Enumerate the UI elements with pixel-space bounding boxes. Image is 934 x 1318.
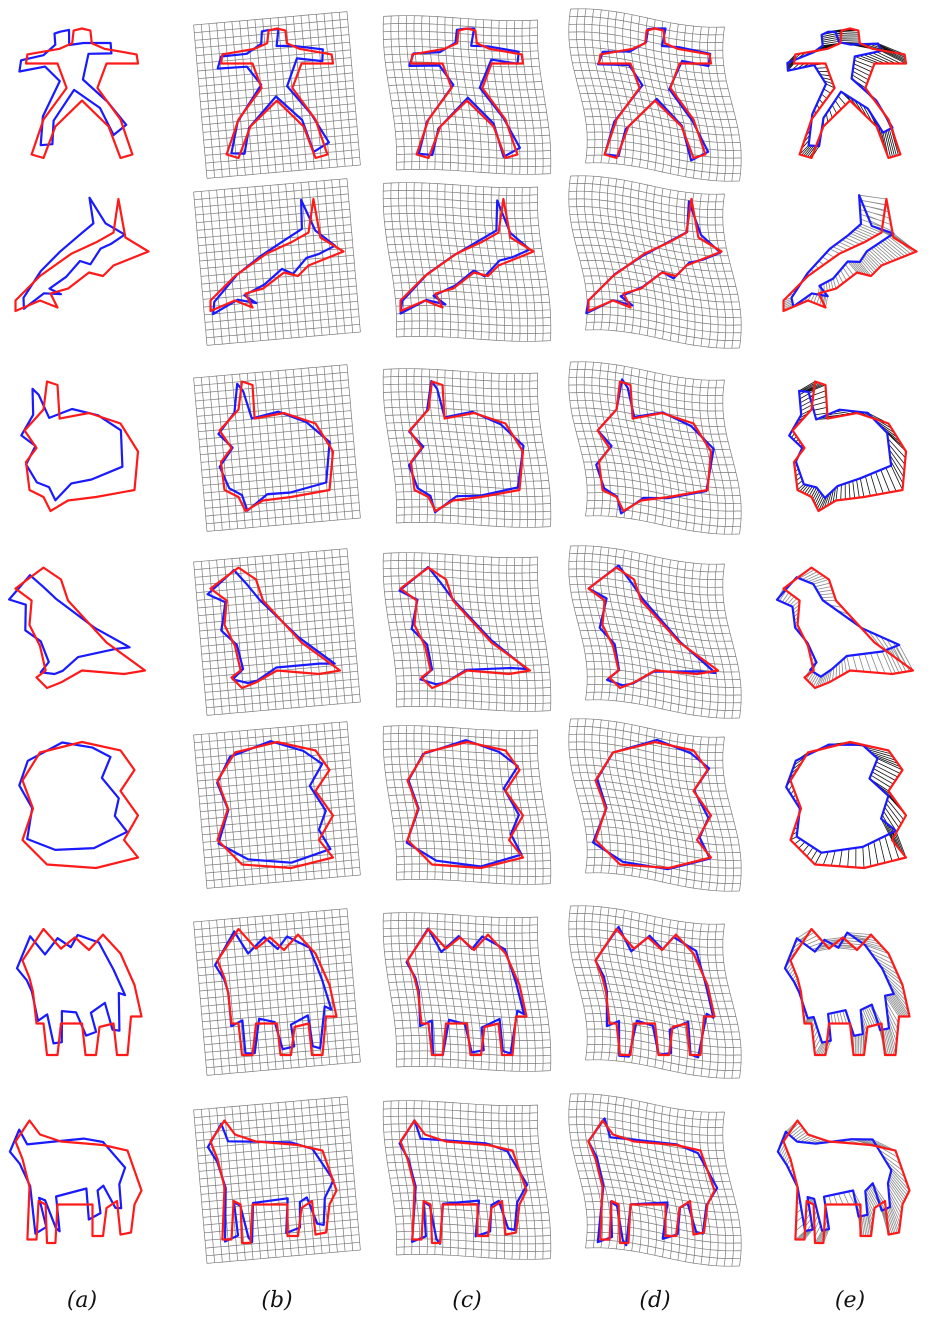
target-curve <box>16 199 149 311</box>
deformation-grid <box>383 1101 551 1260</box>
camel-panel-a <box>17 929 142 1055</box>
source-curve <box>218 384 329 511</box>
source-curve <box>785 933 894 1043</box>
target-curve <box>784 199 917 311</box>
shark-panel-a <box>16 198 149 311</box>
human-panel-d <box>569 9 741 181</box>
shark-panel-e <box>784 195 917 311</box>
deformation-grid <box>194 1097 361 1264</box>
donkey-panel-b <box>194 1097 361 1264</box>
blob-panel-e <box>786 742 906 868</box>
deformation-grid <box>383 726 551 885</box>
deformation-grid <box>569 176 741 348</box>
deformation-grid <box>194 909 361 1076</box>
rabbit-panel-b <box>194 365 361 532</box>
deformation-grid <box>569 1094 741 1266</box>
correspondence-lines <box>777 568 913 688</box>
blob-panel-d <box>569 719 741 891</box>
human-panel-b <box>194 12 361 179</box>
deformation-grid <box>383 183 551 342</box>
blob-panel-b <box>194 722 361 889</box>
bird-panel-d <box>569 546 741 718</box>
target-curve <box>401 199 534 311</box>
camel-panel-e <box>785 929 910 1055</box>
shark-panel-d <box>569 176 741 348</box>
deformation-grid <box>569 906 741 1078</box>
source-curve <box>777 577 899 676</box>
blob-panel-a <box>19 742 138 868</box>
source-curve <box>789 391 891 498</box>
label-b: (b) <box>247 1288 307 1313</box>
bird-panel-e <box>777 568 913 688</box>
label-c: (c) <box>437 1288 497 1313</box>
camel-panel-d <box>569 906 741 1078</box>
camel-panel-b <box>194 909 361 1076</box>
bird-panel-c <box>383 553 551 712</box>
deformation-grid <box>569 9 741 181</box>
donkey-panel-d <box>569 1094 741 1266</box>
deformation-grid <box>194 365 361 532</box>
camel-panel-c <box>383 913 551 1072</box>
donkey-panel-e <box>778 1121 910 1244</box>
target-curve <box>16 568 146 688</box>
rabbit-panel-c <box>383 369 551 528</box>
shark-panel-b <box>194 179 361 346</box>
donkey-panel-a <box>10 1121 142 1244</box>
donkey-panel-c <box>383 1101 551 1260</box>
correspondence-lines <box>778 1121 910 1244</box>
deformation-grid <box>194 722 361 889</box>
deformation-grid <box>194 179 361 346</box>
human-panel-a <box>19 29 138 159</box>
rabbit-panel-a <box>21 382 138 512</box>
deformation-grid <box>383 16 551 175</box>
source-curve <box>589 1118 718 1245</box>
deformation-grid <box>194 549 361 716</box>
deformation-grid <box>569 546 741 718</box>
shark-panel-c <box>383 183 551 342</box>
human-panel-e <box>787 29 906 159</box>
bird-panel-b <box>194 549 361 716</box>
label-e: (e) <box>820 1288 880 1313</box>
deformation-grid <box>569 719 741 891</box>
label-d: (d) <box>625 1288 685 1313</box>
source-curve <box>21 389 122 501</box>
blob-panel-c <box>383 726 551 885</box>
rabbit-panel-d <box>569 362 741 534</box>
label-a: (a) <box>52 1288 112 1313</box>
bird-panel-a <box>9 568 145 688</box>
deformation-grid <box>383 913 551 1072</box>
deformation-grid <box>383 553 551 712</box>
target-curve <box>26 29 138 159</box>
deformation-grid <box>383 369 551 528</box>
correspondence-lines <box>784 195 917 311</box>
correspondence-lines <box>785 929 910 1055</box>
source-curve <box>9 575 130 674</box>
human-panel-c <box>383 16 551 175</box>
deformation-grid <box>569 362 741 534</box>
rabbit-panel-e <box>789 382 906 512</box>
